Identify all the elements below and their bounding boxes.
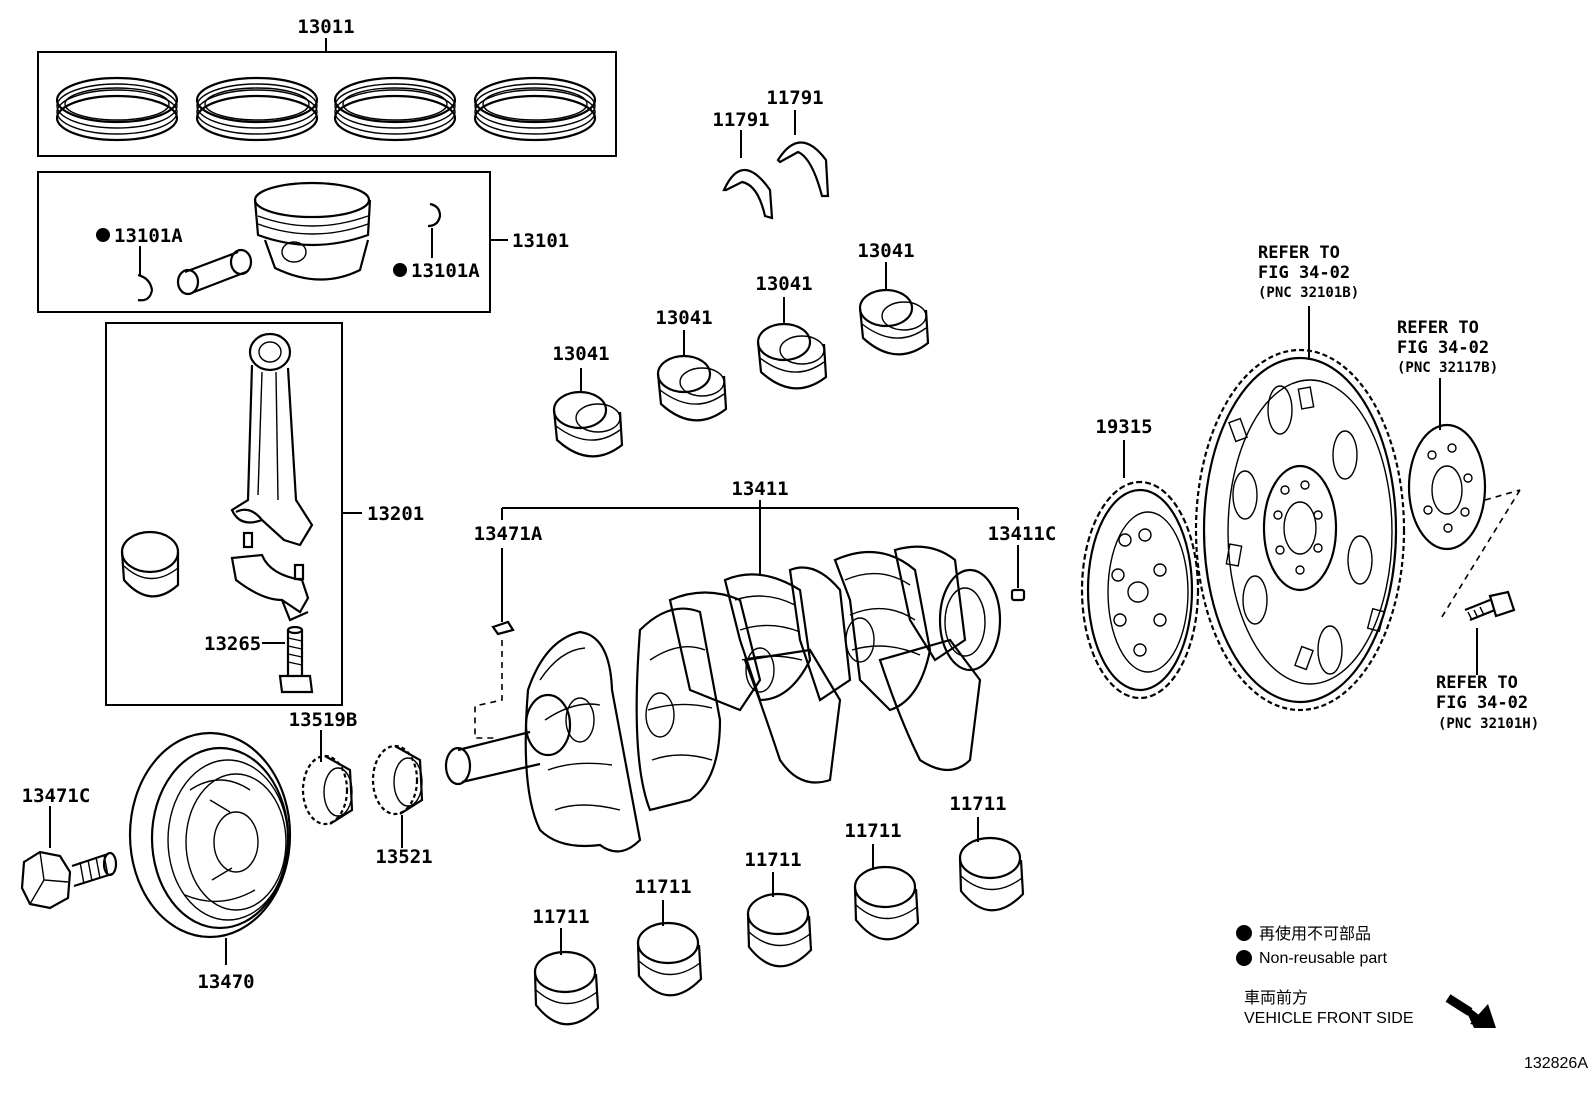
piston-assembly: 13101A 13101A 13101: [37, 171, 569, 313]
snap-ring: [137, 273, 154, 302]
connecting-rod-bearing: [120, 530, 180, 598]
label-11711-b: 11711: [634, 876, 691, 898]
label-11791-b: 11791: [766, 87, 823, 109]
label-13521: 13521: [375, 846, 432, 868]
crankshaft-key: 13471A: [474, 523, 543, 739]
label-13041-b: 13041: [655, 307, 712, 329]
non-reusable-marker-icon: [1236, 925, 1252, 941]
thrust-washers: 11791 11791: [712, 87, 830, 220]
main-bearing: 11711: [744, 849, 813, 968]
label-19315: 19315: [1095, 416, 1152, 438]
ref1-line2: FIG 34-02: [1258, 263, 1350, 283]
ref2-line2: FIG 34-02: [1397, 338, 1489, 358]
crankshaft-timing-gear: 13519B: [289, 709, 358, 826]
legend-en: Non-reusable part: [1259, 950, 1388, 967]
crankshaft-pin: 13411C: [988, 523, 1057, 602]
label-13470: 13470: [197, 971, 254, 993]
diagram-id: 132826A: [1524, 1055, 1588, 1072]
ref3-line1: REFER TO: [1436, 673, 1518, 693]
front-direction-arrow-icon: [1445, 994, 1496, 1028]
label-13011: 13011: [297, 16, 354, 38]
label-13101A-right: 13101A: [411, 260, 480, 282]
crankshaft-nose: [444, 693, 572, 786]
non-reusable-marker-icon: [96, 228, 110, 242]
piston-ring: [195, 76, 319, 142]
thrust-washer: [722, 169, 774, 220]
ref1-line1: REFER TO: [1258, 243, 1340, 263]
main-bearing: 13041: [755, 273, 828, 390]
main-bearing: 13041: [655, 307, 728, 422]
connecting-rod: [230, 332, 314, 622]
vehicle-front-jp: 車両前方: [1244, 989, 1308, 1007]
label-13411: 13411: [731, 478, 788, 500]
ref2-line3: (PNC 32117B): [1397, 360, 1498, 376]
label-13201: 13201: [367, 503, 424, 525]
label-13041-c: 13041: [755, 273, 812, 295]
label-11711-a: 11711: [532, 906, 589, 928]
main-bearings-upper: 13041 13041 13041 13041: [552, 240, 930, 458]
crankshaft-pulley-bolt: 13471C: [20, 785, 118, 910]
crankshaft-flange: [938, 568, 1002, 672]
label-13041-d: 13041: [857, 240, 914, 262]
main-bearing: 13041: [552, 343, 624, 458]
piston-ring-set: 13011: [37, 16, 617, 157]
piston-ring: [333, 76, 457, 142]
piston: [253, 181, 372, 281]
non-reusable-marker-icon: [1236, 950, 1252, 966]
crankshaft-pulley: 13470: [128, 731, 292, 993]
main-bearing: 11711: [844, 820, 920, 941]
main-bearing: 11711: [634, 876, 703, 997]
piston-ring: [473, 76, 597, 142]
label-13265: 13265: [204, 633, 261, 655]
label-11791-a: 11791: [712, 109, 769, 131]
connecting-rod-bolt: [278, 625, 314, 694]
label-13101: 13101: [512, 230, 569, 252]
label-13471A: 13471A: [474, 523, 543, 545]
main-bearing: 11711: [949, 793, 1025, 912]
label-13519B: 13519B: [289, 709, 358, 731]
ref3-line2: FIG 34-02: [1436, 693, 1528, 713]
drive-plate-spacer: REFER TO FIG 34-02 (PNC 32117B): [1397, 318, 1521, 621]
main-bearing: 13041: [857, 240, 930, 356]
label-13471C: 13471C: [22, 785, 91, 807]
label-13041-a: 13041: [552, 343, 609, 365]
non-reusable-marker-icon: [393, 263, 407, 277]
ref3-line3: (PNC 32101H): [1438, 716, 1539, 732]
crankshaft-sprocket: 13521: [371, 744, 433, 868]
legend-jp: 再使用不可部品: [1259, 925, 1371, 943]
label-13101A-left: 13101A: [114, 225, 183, 247]
piston-ring: [55, 76, 179, 142]
connecting-rod-assembly: 13265 13201: [105, 322, 424, 706]
label-13411C: 13411C: [988, 523, 1057, 545]
snap-ring: [427, 202, 442, 228]
main-bearings-lower: 11711 11711 11711 11711: [532, 793, 1025, 1026]
ref2-line1: REFER TO: [1397, 318, 1479, 338]
label-11711-d: 11711: [844, 820, 901, 842]
legend: 再使用不可部品 Non-reusable part 車両前方 VEHICLE F…: [1236, 925, 1588, 1072]
crankshaft: 13411: [444, 478, 1019, 853]
main-bearing: 11711: [532, 906, 600, 1026]
piston-pin: [176, 248, 253, 296]
drive-plate-bolt: REFER TO FIG 34-02 (PNC 32101H): [1436, 590, 1539, 732]
label-11711-e: 11711: [949, 793, 1006, 815]
drive-plate: REFER TO FIG 34-02 (PNC 32101B): [1194, 243, 1406, 712]
thrust-washer: [776, 141, 830, 198]
vehicle-front-en: VEHICLE FRONT SIDE: [1244, 1010, 1414, 1027]
ref1-line3: (PNC 32101B): [1258, 285, 1359, 301]
crankshaft-timing-rotor: 19315: [1080, 416, 1200, 700]
label-11711-c: 11711: [744, 849, 801, 871]
